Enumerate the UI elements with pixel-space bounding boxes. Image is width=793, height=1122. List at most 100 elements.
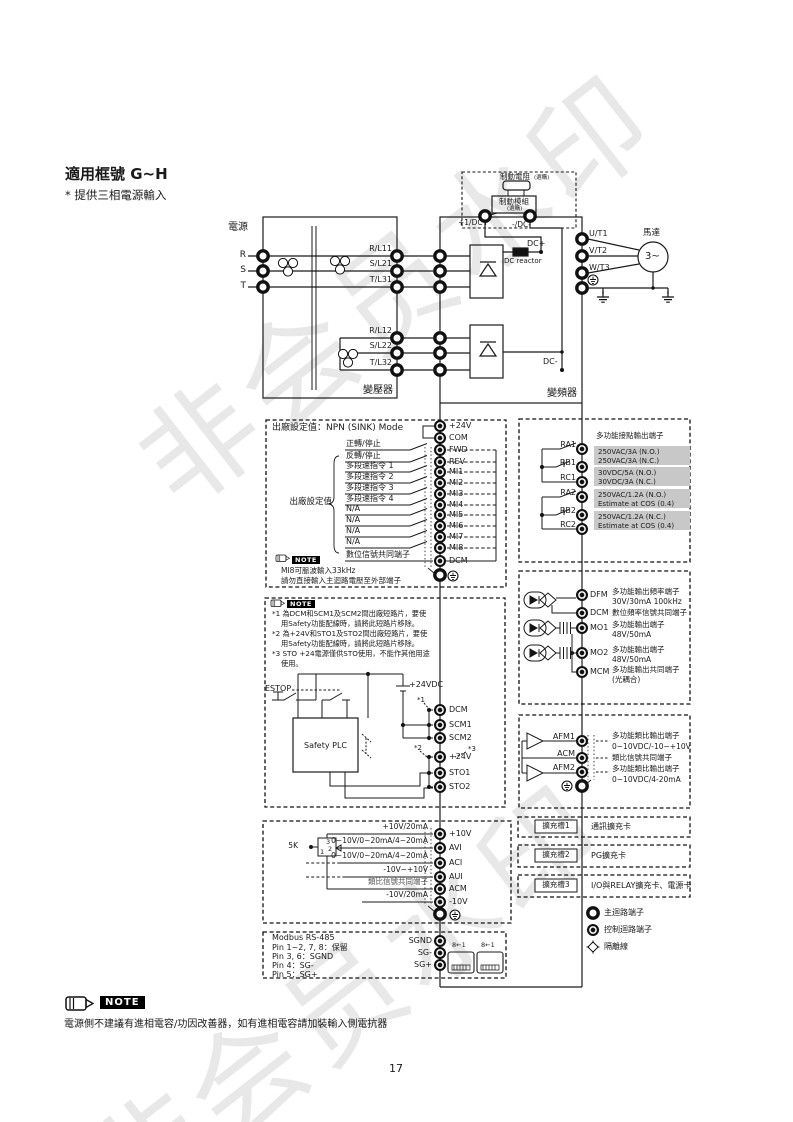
terminal-mcm: MCM — [590, 667, 610, 676]
terminal-afm2: AFM2 — [552, 763, 575, 772]
terminal-com: COM — [449, 433, 468, 442]
ai-sig-aui: -10V~+10V — [383, 865, 428, 874]
slot3-name: 擴充槽3 — [542, 880, 570, 889]
power-label: 電源 — [228, 222, 248, 233]
terminal-tl31: T/L31 — [369, 275, 392, 284]
terminal-rev: REV — [449, 457, 466, 466]
terminal-s-dcm: DCM — [449, 705, 468, 714]
pot-label: 5K — [288, 841, 298, 850]
terminal-scm2: SCM2 — [449, 733, 472, 742]
relay-spec-1b: 250VAC/3A (N.C.) — [598, 457, 660, 465]
terminal-vt2: V/T2 — [589, 246, 608, 255]
safety-note-5: *3 STO +24電源僅供STO使用，不能作其他用途 — [272, 649, 430, 658]
terminal-mi1: MI1 — [449, 467, 464, 476]
slot2-card: PG擴充卡 — [591, 851, 627, 860]
slot1-card: 通訊擴充卡 — [591, 822, 631, 831]
terminal-fwd: FWD — [449, 445, 468, 454]
di-fn-mi7: N/A — [346, 526, 361, 535]
terminal-s24v: +24V — [449, 752, 472, 761]
brake-resistor-opt: (選購) — [534, 175, 550, 181]
slot-frames — [534, 819, 578, 893]
terminal-mi5: MI5 — [449, 510, 464, 519]
brake-resistor-label: 制動電阻 — [500, 172, 530, 181]
fo-mcm-desc2: (光耦合) — [612, 675, 641, 684]
terminal-mi2: MI2 — [449, 478, 464, 487]
ai-sig-aci: 0~10V/0~20mA/4~20mA — [331, 851, 428, 860]
terminal-ut1: U/T1 — [589, 229, 608, 238]
di-fn-fwd: 正轉/停止 — [346, 439, 381, 448]
mb-line3: Pin 3, 6：SGND — [272, 952, 334, 961]
safety-marker-3: *3 — [468, 745, 476, 753]
legend-main-circuit: 主迴路端子 — [604, 908, 644, 917]
terminal-rl11: R/L11 — [369, 244, 392, 253]
relay-spec-4a: 250VAC/1.2A (N.C.) — [598, 513, 666, 521]
dc-minus-label: DC- — [543, 357, 558, 366]
pot-pin2: 2 — [328, 845, 333, 853]
page-title: 適用框號 G~H — [65, 165, 168, 183]
ai-sig-10v: +10V/20mA — [382, 822, 428, 831]
relay-spec-3a: 250VAC/1.2A (N.O.) — [598, 491, 667, 499]
fo-dfm-desc1: 多功能輸出頻率端子 — [612, 587, 680, 596]
ao-desc-3: 類比信號共同端子 — [612, 753, 672, 762]
ao-desc-5: 0~10VDC/4-20mA — [612, 775, 681, 784]
terminal-mi8: MI8 — [449, 543, 464, 552]
terminal-sto1: STO1 — [449, 768, 471, 777]
digital-input-wiring — [275, 425, 497, 574]
main-circuit — [248, 171, 675, 988]
terminal-tl32: T/L32 — [369, 358, 392, 367]
relay-wiring — [539, 442, 690, 530]
safety-marker-2: *2 — [414, 744, 422, 752]
footer-note-text: 電源側不建議有進相電容/功因改善器，如有進相電容請加裝輸入側電抗器 — [64, 1019, 388, 1030]
terminal-n10v: -10V — [449, 897, 468, 906]
di-fn-mi8: N/A — [346, 537, 361, 546]
terminal-aui: AUI — [449, 872, 463, 881]
terminal-mi4: MI4 — [449, 500, 464, 509]
analog-input-wiring — [306, 828, 436, 913]
terminal-sg-minus: SG- — [417, 948, 432, 957]
modbus-jacks — [447, 951, 504, 974]
mb-line2: Pin 1~2, 7, 8：保留 — [272, 943, 348, 952]
fo-mcm-desc1: 多功能輸出共同端子 — [612, 665, 680, 674]
slot3-card: I/O與RELAY擴充卡、電源卡 — [591, 881, 692, 890]
safety-plc-label: Safety PLC — [304, 741, 347, 750]
footer-note-badge: NOTE — [100, 996, 145, 1009]
fo-mo2-desc1: 多功能輸出端子 — [612, 645, 665, 654]
relay-spec-2b: 30VDC/3A (N.C.) — [598, 478, 656, 486]
rj45-label-2: 8←1 — [481, 941, 495, 949]
terminal-mi3: MI3 — [449, 489, 464, 498]
terminal-rc2: RC2 — [560, 520, 576, 529]
terminal-wt3: W/T3 — [589, 263, 610, 272]
ai-sig-n10v: -10V/20mA — [386, 890, 428, 899]
dc-reactor-label: DC reactor — [504, 257, 542, 265]
safety-note-3: *2 為+24V和STO1及STO2間出廠短路片，要使 — [272, 629, 428, 638]
page-number: 17 — [389, 1062, 403, 1075]
ao-desc-1: 多功能類比輸出端子 — [612, 731, 680, 740]
pot-pin1: 1 — [320, 848, 325, 856]
di-fn-mi5: N/A — [346, 504, 361, 513]
phase-r: R — [239, 250, 246, 260]
freq-output-wiring — [523, 591, 576, 673]
brake-module-label: 制動模組 — [499, 197, 529, 206]
relay-spec-1a: 250VAC/3A (N.O.) — [598, 448, 660, 456]
di-fn-dcm: 數位信號共同端子 — [346, 550, 410, 559]
safety-note-6: 使用。 — [281, 659, 303, 668]
legend-shield: 隔離線 — [604, 942, 628, 951]
terminal-aci: ACI — [449, 858, 463, 867]
terminal-rl12: R/L12 — [369, 326, 392, 335]
motor-label: 馬達 — [643, 228, 661, 238]
di-fn-mi4: 多段速指令 4 — [346, 494, 394, 503]
relay-spec-4b: Estimate at COS (0.4) — [598, 522, 675, 530]
terminal-mo1: MO1 — [590, 623, 609, 632]
section-boxes — [262, 418, 691, 979]
terminal-ra2: RA2 — [560, 488, 576, 497]
analog-output-wiring — [521, 732, 608, 786]
terminal-sto2: STO2 — [449, 782, 471, 791]
terminal-sg-plus: SG+ — [414, 960, 432, 969]
terminal-dcm: DCM — [449, 556, 468, 565]
slot1-name: 擴充槽1 — [542, 821, 570, 830]
phase-s: S — [240, 265, 246, 275]
terminal-rc1: RC1 — [560, 473, 576, 482]
mb-line4: Pin 4：SG- — [272, 961, 314, 970]
